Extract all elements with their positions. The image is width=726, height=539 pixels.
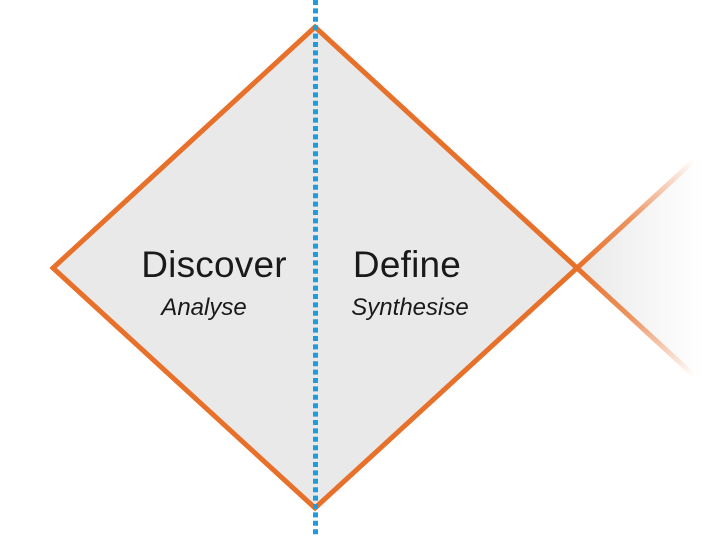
phase-discover-sublabel: Analyse (161, 294, 247, 321)
phase-discover-label: Discover (141, 244, 287, 285)
phase-define-sublabel: Synthesise (351, 294, 469, 321)
phase-define-label: Define (352, 244, 462, 285)
second-diamond-fade-fill (577, 131, 726, 405)
first-diamond-shape (49, 23, 581, 512)
